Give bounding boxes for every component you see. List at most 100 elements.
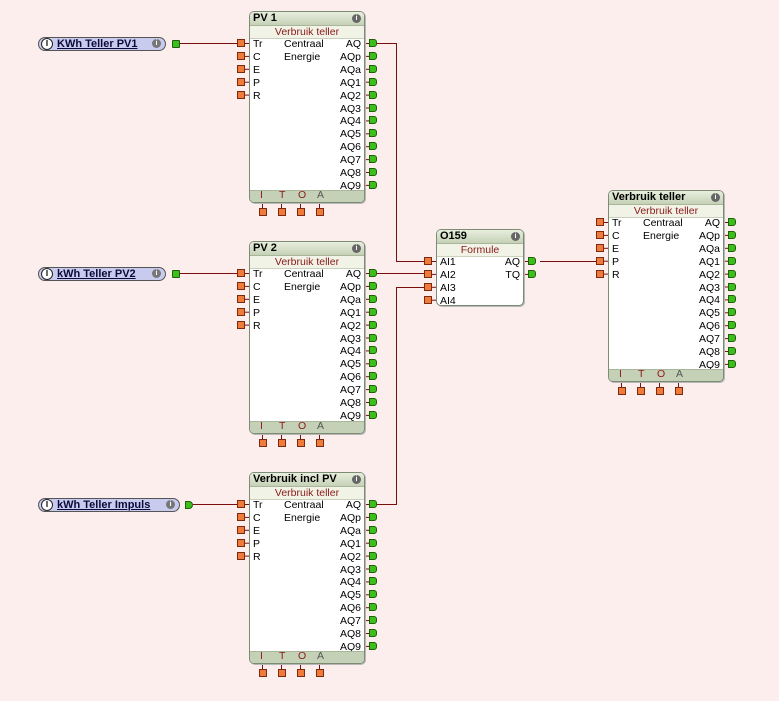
output-port-aqa[interactable] [369, 525, 377, 534]
output-port-aq7[interactable] [369, 385, 377, 394]
output-port-aq8[interactable] [369, 629, 377, 637]
output-port-aq3[interactable] [369, 103, 377, 112]
bottom-port-a[interactable] [675, 387, 683, 395]
output-port-aq8[interactable] [369, 168, 377, 176]
info-icon[interactable]: i [352, 14, 361, 23]
output-port-aq9[interactable] [369, 641, 377, 650]
bottom-port-a[interactable] [316, 669, 324, 677]
output-port-aqp[interactable] [369, 281, 377, 290]
info-icon[interactable]: i [511, 232, 520, 241]
input-port-ai1[interactable] [424, 257, 432, 265]
input-port-p[interactable] [237, 77, 245, 86]
input-port-r[interactable] [237, 90, 245, 99]
input-port-e[interactable] [237, 64, 245, 73]
bottom-port-a[interactable] [316, 208, 324, 216]
input-port-r[interactable] [237, 551, 245, 560]
bottom-port-i[interactable] [618, 387, 626, 395]
input-port-ai3[interactable] [424, 282, 432, 291]
output-port-tq[interactable] [528, 269, 536, 278]
output-port-aqp[interactable] [728, 230, 736, 239]
output-port-aq[interactable] [369, 269, 377, 277]
bottom-port-o[interactable] [297, 208, 305, 216]
input-port-p[interactable] [237, 307, 245, 316]
bottom-port-i[interactable] [259, 669, 267, 677]
output-port-aq6[interactable] [369, 603, 377, 612]
output-port-aq4[interactable] [369, 346, 377, 355]
bottom-port-o[interactable] [297, 439, 305, 447]
output-port-aq6[interactable] [369, 372, 377, 381]
input-port-r[interactable] [237, 320, 245, 329]
info-icon[interactable]: i [152, 39, 161, 48]
output-port[interactable] [185, 501, 193, 509]
output-port-aqa[interactable] [369, 294, 377, 303]
output-port-aq1[interactable] [369, 77, 377, 86]
output-port-aq1[interactable] [369, 538, 377, 547]
input-label[interactable]: kWh Teller PV2 [57, 268, 136, 280]
output-port-aq3[interactable] [369, 564, 377, 573]
output-port[interactable] [172, 270, 180, 278]
bottom-port-a[interactable] [316, 439, 324, 447]
input-port-ai2[interactable] [424, 269, 432, 278]
info-icon[interactable]: i [152, 269, 161, 278]
output-port-aq[interactable] [369, 39, 377, 47]
output-port-aq5[interactable] [369, 590, 377, 599]
output-port-aq[interactable] [528, 257, 536, 265]
input-port-c[interactable] [596, 230, 604, 239]
output-port-aq9[interactable] [728, 359, 736, 368]
output-port-aq3[interactable] [728, 282, 736, 291]
input-label[interactable]: kWh Teller Impuls [57, 499, 151, 511]
output-port-aq9[interactable] [369, 410, 377, 419]
bottom-port-t[interactable] [278, 669, 286, 677]
output-port-aq6[interactable] [369, 142, 377, 151]
output-port-aq2[interactable] [369, 551, 377, 560]
input-port-c[interactable] [237, 512, 245, 521]
bottom-port-i[interactable] [259, 439, 267, 447]
input-port-p[interactable] [596, 256, 604, 265]
output-port-aq7[interactable] [369, 155, 377, 164]
input-port-tr[interactable] [237, 269, 245, 277]
bottom-port-t[interactable] [278, 208, 286, 216]
input-port-c[interactable] [237, 281, 245, 290]
output-port-aq4[interactable] [369, 116, 377, 125]
info-icon[interactable]: i [352, 244, 361, 253]
input-port-e[interactable] [237, 294, 245, 303]
bottom-port-i[interactable] [259, 208, 267, 216]
output-port-aqa[interactable] [369, 64, 377, 73]
wire[interactable] [377, 43, 424, 262]
output-port-aq9[interactable] [369, 180, 377, 189]
output-port-aq8[interactable] [728, 347, 736, 355]
output-port-aq1[interactable] [369, 307, 377, 316]
output-port-aq2[interactable] [728, 269, 736, 278]
bottom-port-t[interactable] [637, 387, 645, 395]
bottom-port-o[interactable] [297, 669, 305, 677]
output-port-aq1[interactable] [728, 256, 736, 265]
input-port-tr[interactable] [237, 39, 245, 47]
output-port-aq4[interactable] [728, 295, 736, 304]
output-port-aq5[interactable] [369, 359, 377, 368]
output-port-aq3[interactable] [369, 333, 377, 342]
output-port-aq[interactable] [369, 500, 377, 508]
output-port-aq6[interactable] [728, 321, 736, 330]
input-port-e[interactable] [237, 525, 245, 534]
input-label[interactable]: KWh Teller PV1 [57, 38, 138, 50]
output-port-aq4[interactable] [369, 577, 377, 586]
input-port-r[interactable] [596, 269, 604, 278]
output-port-aq2[interactable] [369, 320, 377, 329]
input-port-c[interactable] [237, 51, 245, 60]
info-icon[interactable]: i [711, 193, 720, 202]
output-port-aq2[interactable] [369, 90, 377, 99]
input-port-e[interactable] [596, 243, 604, 252]
output-port-aq5[interactable] [369, 129, 377, 138]
input-port-tr[interactable] [237, 500, 245, 508]
input-port-p[interactable] [237, 538, 245, 547]
output-port[interactable] [172, 40, 180, 48]
info-icon[interactable]: i [352, 475, 361, 484]
output-port-aq5[interactable] [728, 308, 736, 317]
